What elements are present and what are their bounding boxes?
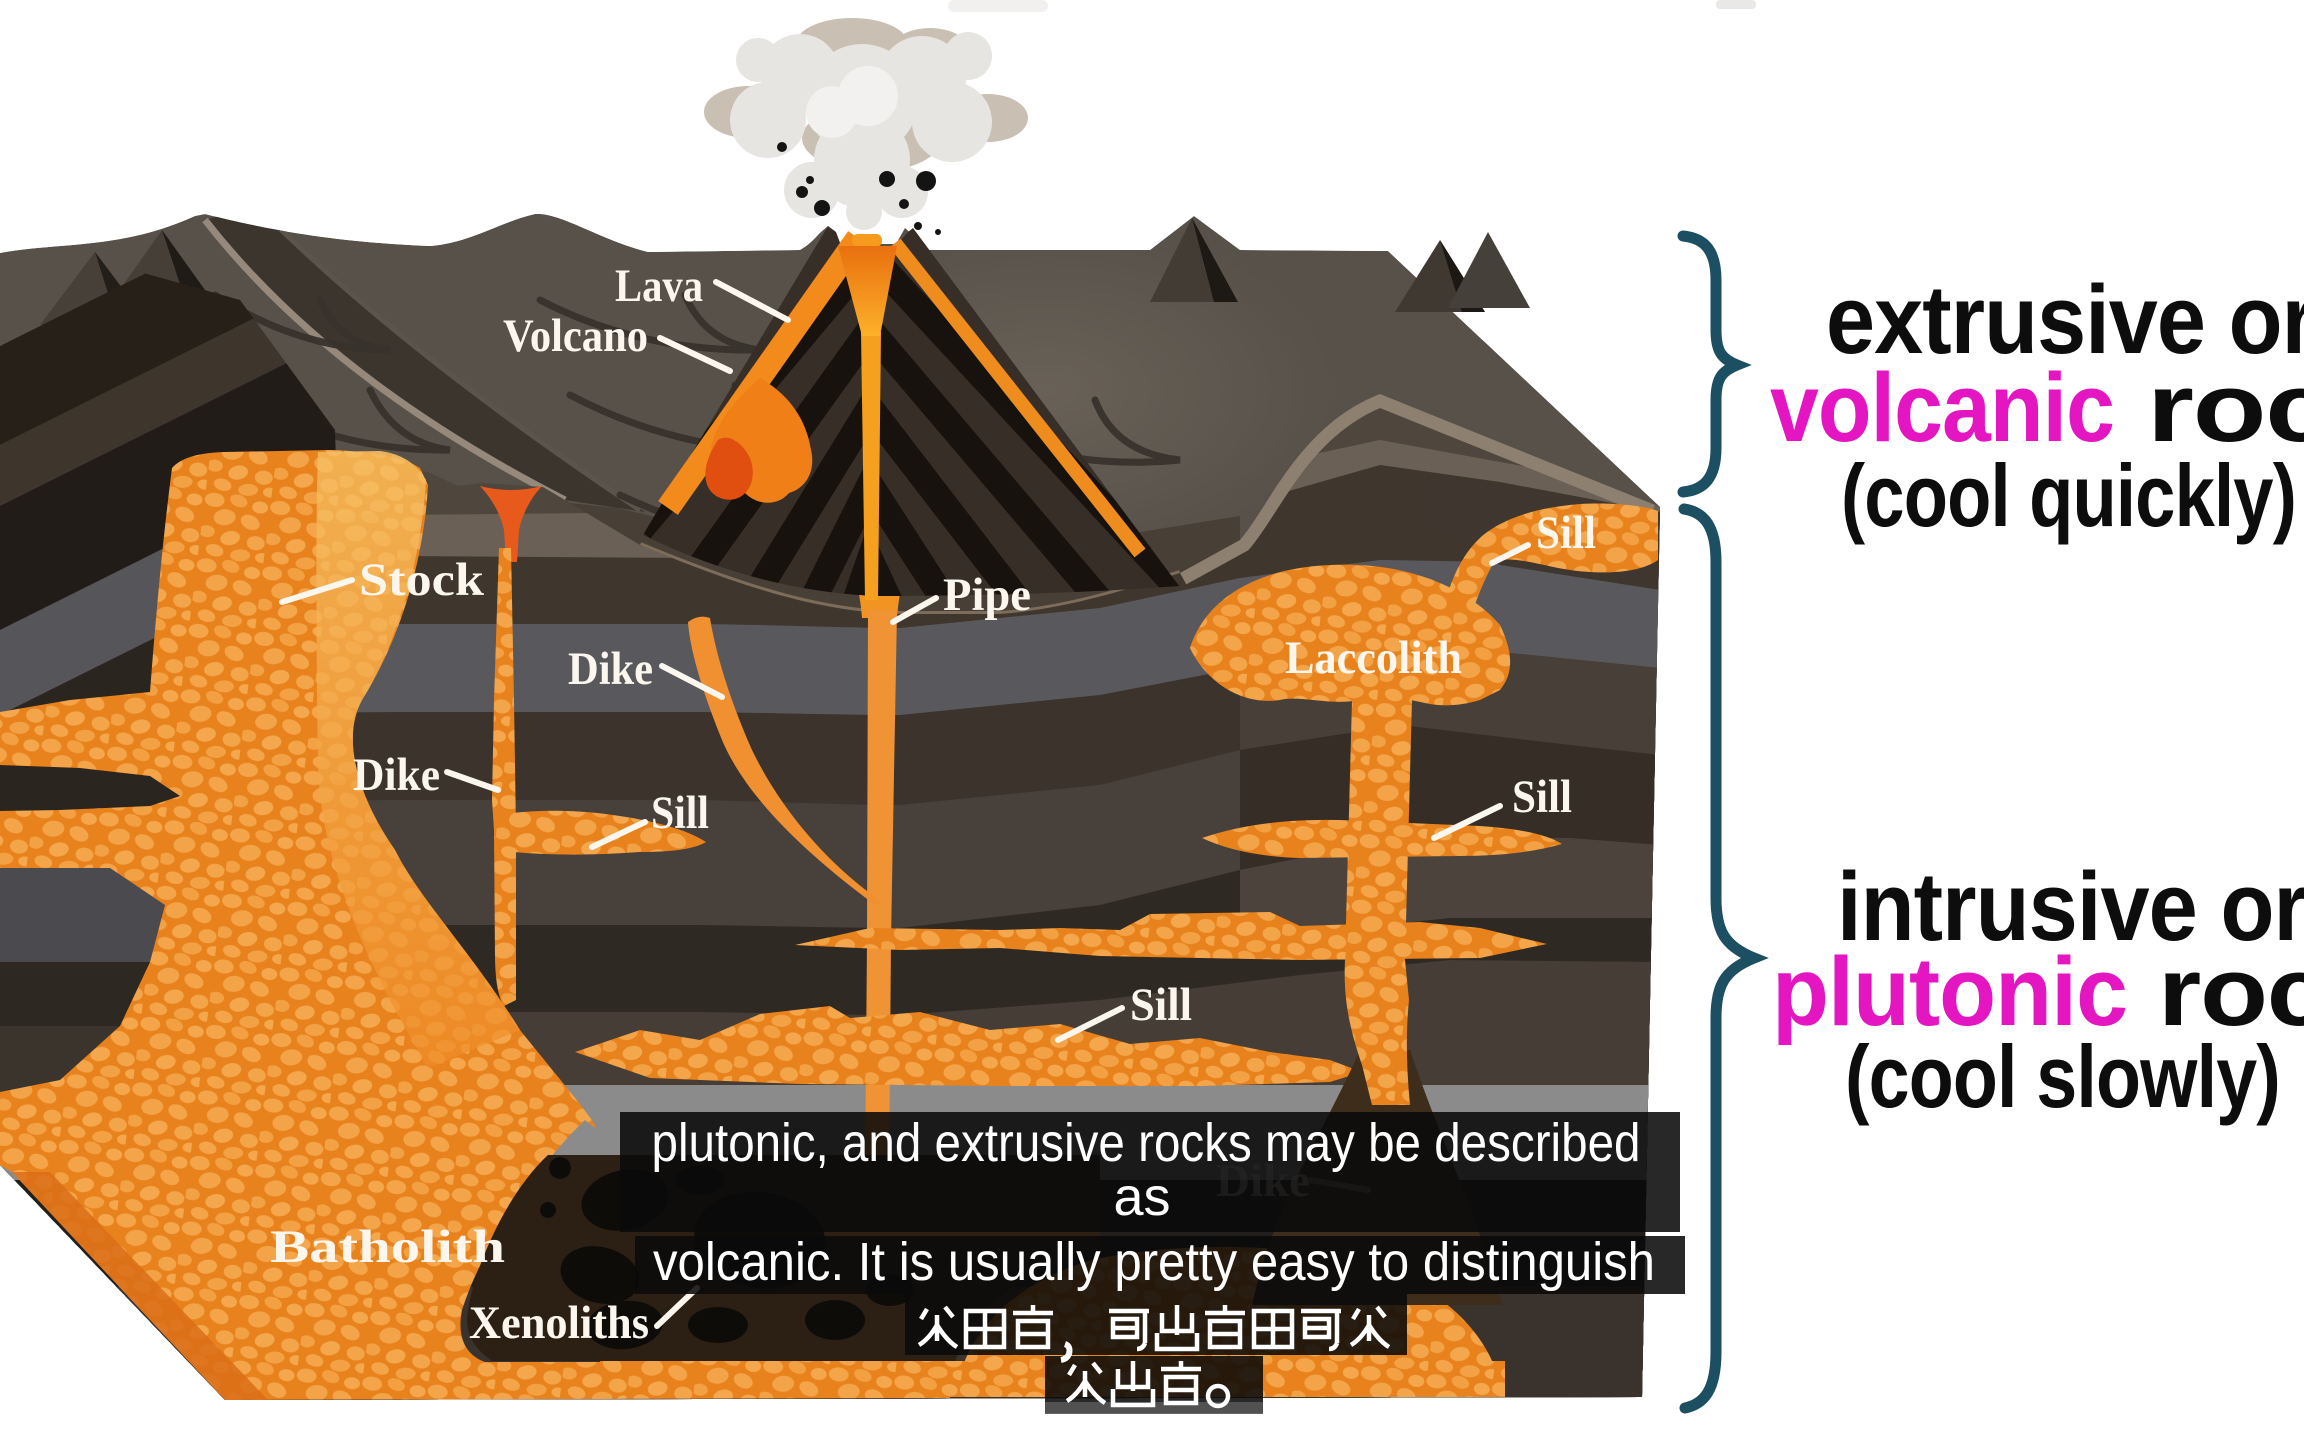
svg-text:Sill: Sill (651, 787, 709, 839)
svg-text:Pipe: Pipe (943, 569, 1031, 621)
svg-text:Batholith: Batholith (270, 1221, 505, 1273)
svg-text:(cool slowly): (cool slowly) (1845, 1027, 2280, 1126)
svg-text:(cool quickly): (cool quickly) (1841, 446, 2296, 545)
svg-text:volcanic: volcanic (1770, 353, 2114, 462)
svg-text:Lava: Lava (615, 260, 703, 312)
svg-text:intrusive or: intrusive or (1837, 852, 2304, 961)
svg-text:as: as (1113, 1167, 1170, 1227)
svg-text:Sill: Sill (1130, 979, 1192, 1031)
svg-text:Dike: Dike (353, 749, 440, 801)
svg-text:plutonic: plutonic (1772, 937, 2127, 1046)
svg-text:Sill: Sill (1536, 507, 1596, 559)
svg-text:Laccolith: Laccolith (1285, 632, 1462, 684)
svg-text:Dike: Dike (568, 643, 653, 695)
svg-text:Xenoliths: Xenoliths (469, 1297, 649, 1349)
svg-text:plutonic, and extrusive rocks: plutonic, and extrusive rocks may be des… (652, 1113, 1641, 1173)
svg-text:Sill: Sill (1512, 771, 1572, 823)
svg-text:extrusive or: extrusive or (1826, 265, 2304, 374)
svg-text:rock: rock (2158, 937, 2304, 1046)
svg-text:rock: rock (2147, 353, 2304, 462)
svg-text:volcanic. It is usually pretty: volcanic. It is usually pretty easy to d… (653, 1232, 1655, 1292)
svg-text:Stock: Stock (359, 554, 485, 606)
svg-text:Volcano: Volcano (503, 310, 648, 362)
